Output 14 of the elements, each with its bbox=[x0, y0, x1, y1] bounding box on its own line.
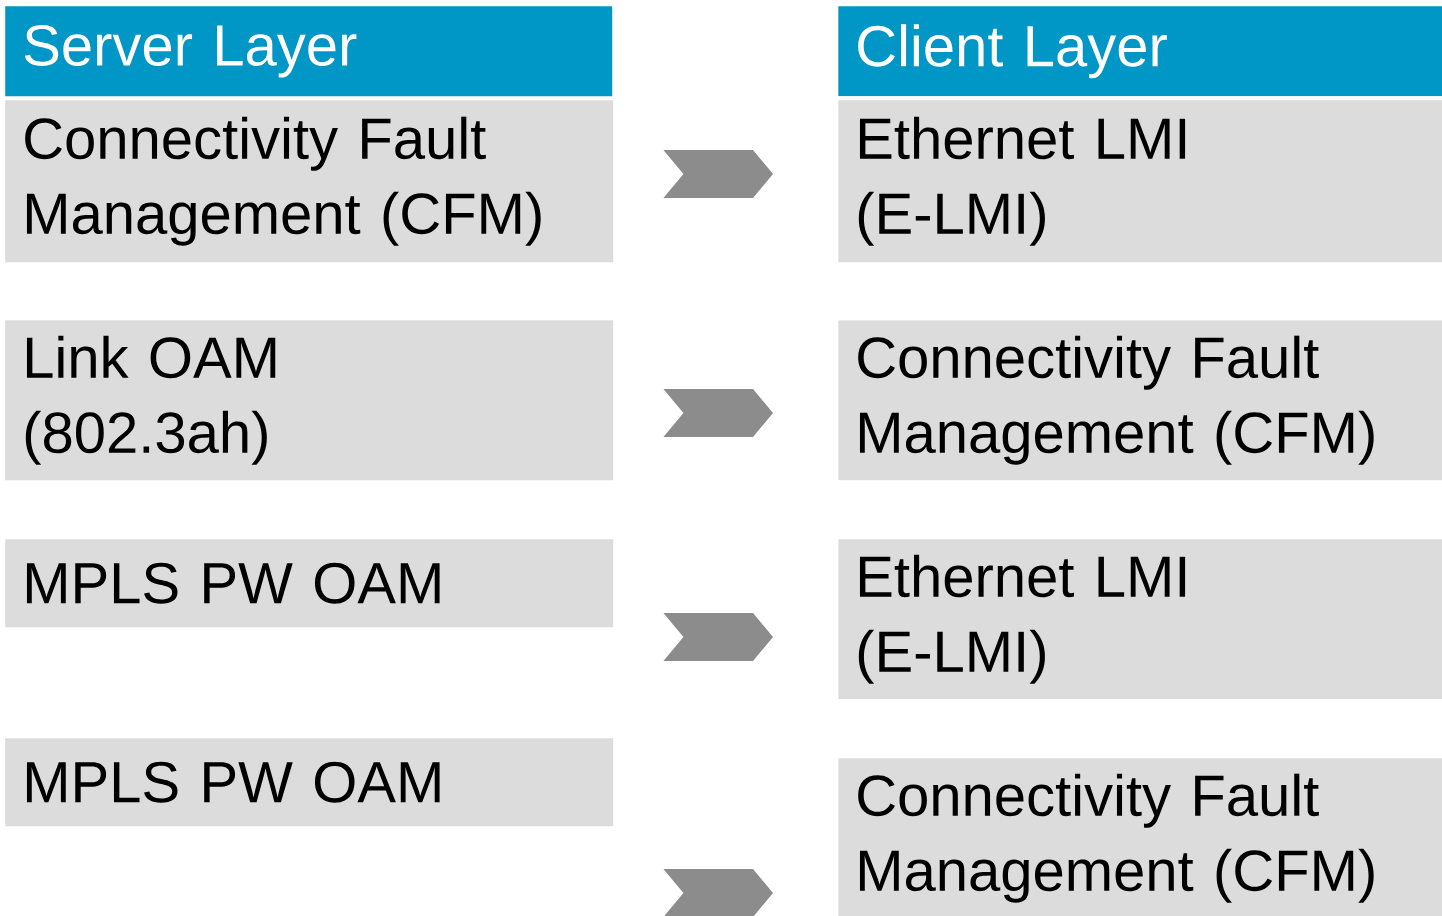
protocol-box: MPLS PW OAM bbox=[5, 539, 614, 628]
protocol-box: Ethernet LMI (E-LMI) bbox=[838, 100, 1442, 263]
protocol-box: Connectivity Fault Management (CFM) bbox=[838, 320, 1442, 481]
layer-header: Server Layer bbox=[5, 6, 613, 97]
protocol-box: Link OAM (802.3ah) bbox=[5, 320, 614, 481]
protocol-box: Connectivity Fault Management (CFM) bbox=[5, 100, 614, 263]
protocol-box: Ethernet LMI (E-LMI) bbox=[838, 539, 1442, 700]
chevron-arrow bbox=[663, 613, 773, 661]
chevron-arrow bbox=[663, 389, 773, 437]
chevron-arrow bbox=[663, 869, 773, 916]
protocol-box: Connectivity Fault Management (CFM) bbox=[838, 758, 1442, 916]
chevron-arrow bbox=[663, 150, 773, 198]
protocol-box: MPLS PW OAM bbox=[5, 738, 614, 827]
layer-header: Client Layer bbox=[838, 6, 1442, 97]
